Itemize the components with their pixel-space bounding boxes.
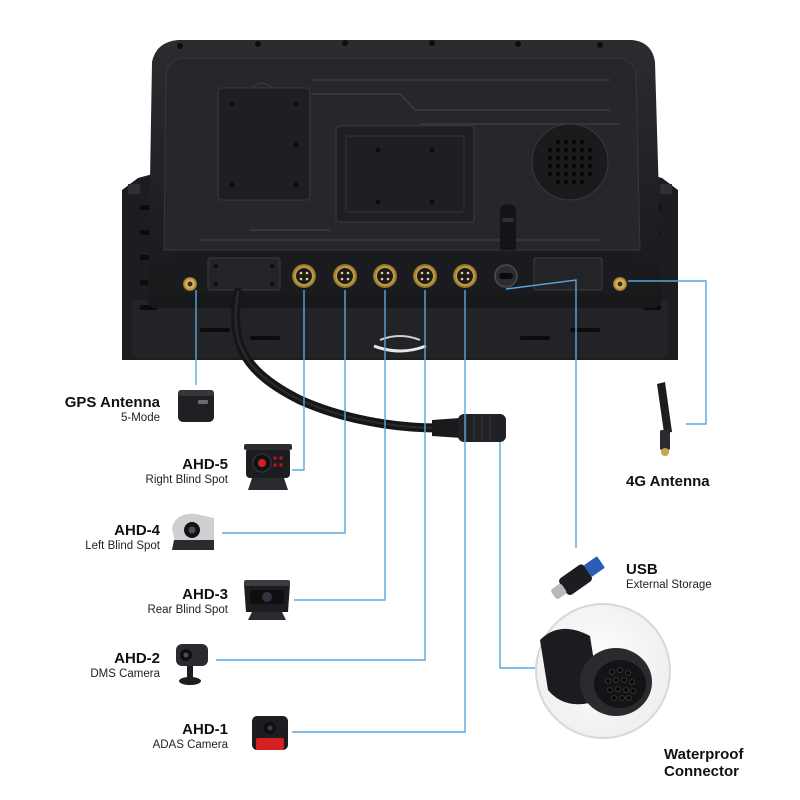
leader-ahd2 (216, 290, 426, 661)
leader-4g (628, 280, 707, 425)
waterproof-connector-icon (535, 603, 671, 739)
ahd1-subtitle: ADAS Camera (152, 739, 228, 751)
ahd3-subtitle: Rear Blind Spot (147, 604, 228, 616)
dms-camera-icon (176, 644, 208, 685)
adas-camera-icon (252, 716, 288, 750)
ahd1-title: AHD-1 (182, 721, 228, 738)
power-cable (231, 287, 506, 442)
ahd4-subtitle: Left Blind Spot (85, 540, 160, 552)
ahd-port-1 (453, 264, 477, 288)
leader-lines (195, 279, 707, 733)
ahd5-subtitle: Right Blind Spot (145, 474, 228, 486)
gps-antenna-port (183, 277, 197, 291)
gps-antenna-icon (178, 390, 214, 422)
4g-antenna-icon (657, 382, 672, 456)
monitor-rear-housing (148, 40, 662, 308)
connector-title-line2: Connector (664, 763, 739, 780)
usb-adapter-icon (551, 556, 605, 599)
leader-ahd3 (294, 290, 386, 601)
ahd4-title: AHD-4 (114, 522, 160, 539)
leader-ahd5 (292, 290, 305, 471)
rear-blind-spot-camera-icon (244, 580, 290, 620)
leader-ahd4 (222, 290, 346, 534)
4g-antenna-title: 4G Antenna (626, 473, 710, 490)
usb-port (494, 264, 518, 288)
leader-usb (505, 279, 577, 548)
right-blind-spot-camera-icon (244, 444, 292, 490)
ahd5-title: AHD-5 (182, 456, 228, 473)
ahd-port-2 (413, 264, 437, 288)
gps-antenna-subtitle: 5-Mode (121, 412, 160, 424)
ahd-port-5 (292, 264, 316, 288)
connector-title-line1: Waterproof (664, 746, 744, 763)
4g-antenna-port (613, 277, 627, 291)
ahd2-subtitle: DMS Camera (90, 668, 160, 680)
ahd3-title: AHD-3 (182, 586, 228, 603)
ahd-port-3 (373, 264, 397, 288)
left-blind-spot-camera-icon (172, 513, 214, 550)
leader-ahd1 (292, 290, 466, 733)
usb-subtitle: External Storage (626, 579, 712, 591)
ahd-port-4 (333, 264, 357, 288)
ahd2-title: AHD-2 (114, 650, 160, 667)
usb-title: USB (626, 561, 658, 578)
gps-antenna-title: GPS Antenna (64, 394, 160, 411)
leader-connector (499, 442, 536, 669)
